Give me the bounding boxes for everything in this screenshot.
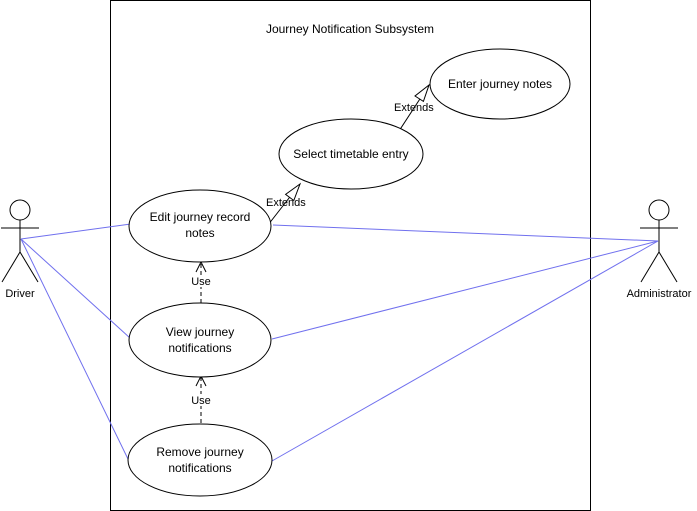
use-label-bg-2 [189,394,213,406]
assoc-admin-remove [271,240,659,462]
actor-driver-label: Driver [5,288,35,300]
actor-administrator-leg-left [640,251,660,283]
use-case-enter-notes-shape [429,48,571,120]
use-case-edit-notes-label-1: Edit journey record [150,210,251,224]
use-case-remove-notifications-label-1: Remove journey [156,445,243,459]
assoc-driver-view [20,238,131,339]
extends-label-1: Extends [266,197,306,209]
assoc-driver-remove [20,238,129,460]
use-label-1: Use [191,276,211,288]
use-case-view-notifications-label-2: notifications [168,341,231,355]
extend-relations [267,83,431,226]
use-case-edit-notes-label-2: notes [185,226,214,240]
associations [20,223,659,462]
use-label-2: Use [191,395,211,407]
use-case-edit-notes[interactable]: Edit journey record notes [128,189,272,263]
extend-arrowhead-enter [414,83,431,103]
actor-driver-head [9,199,31,221]
assoc-driver-edit [20,223,132,240]
actor-administrator-label: Administrator [627,288,692,300]
use-label-bg-1 [189,275,213,287]
use-case-select-timetable-label: Select timetable entry [293,147,408,161]
use-case-enter-notes-label: Enter journey notes [448,77,552,91]
extend-arrowhead-select [284,182,302,202]
use-case-remove-notifications[interactable]: Remove journey notifications [127,423,273,497]
use-case-view-notifications[interactable]: View journey notifications [128,302,272,378]
use-case-remove-notifications-label-2: notifications [168,461,231,475]
use-case-remove-notifications-shape [127,423,273,497]
assoc-admin-edit [272,224,659,242]
use-case-edit-notes-shape [128,189,272,263]
use-case-view-notifications-label-1: View journey [166,325,234,339]
use-case-select-timetable-shape [278,118,424,190]
use-case-enter-notes[interactable]: Enter journey notes [429,48,571,120]
extends-label-2: Extends [394,102,434,114]
actor-administrator-head [648,199,670,221]
assoc-admin-view [271,240,659,340]
use-case-view-notifications-shape [128,302,272,378]
actor-administrator-leg-right [658,251,678,283]
actor-administrator[interactable] [640,199,678,283]
system-title: Journey Notification Subsystem [266,22,434,36]
actor-driver-leg-left [1,251,21,283]
actor-driver[interactable] [1,199,39,283]
use-case-select-timetable[interactable]: Select timetable entry [278,118,424,190]
actor-driver-leg-right [19,251,39,283]
